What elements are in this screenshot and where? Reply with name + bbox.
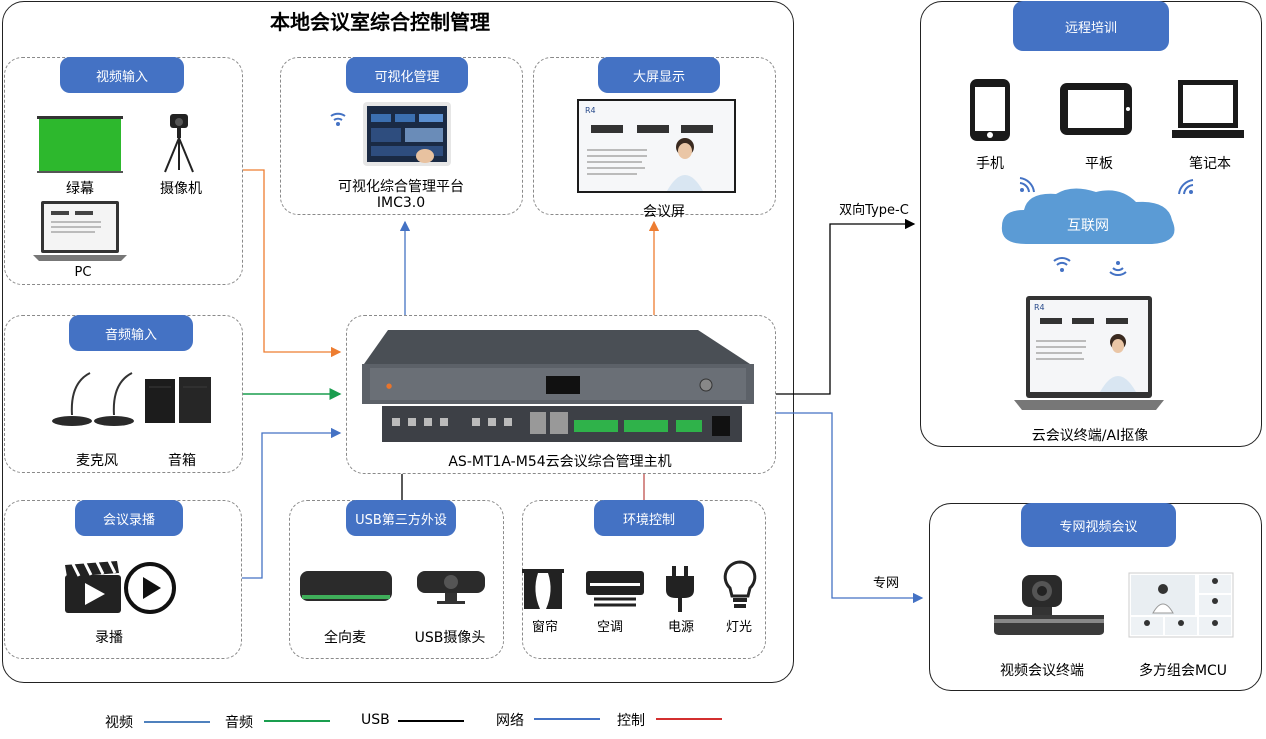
power-label: 电源 [667,620,695,635]
internet-cloud [996,184,1184,248]
remote-training-pill: 远程培训 [1013,1,1169,51]
svg-text:R4: R4 [1034,303,1045,312]
phone-icon [968,79,1012,143]
legend-control-line [656,718,722,720]
light-bulb-icon [722,560,758,612]
host-label: AS-MT1A-M54云会议综合管理主机 [448,454,672,470]
legend-usb-label: USB [361,712,390,728]
video-terminal-label: 视频会议终端 [1000,663,1084,679]
legend-control-label: 控制 [617,713,645,729]
legend-audio-label: 音频 [225,715,253,731]
svg-text:R4: R4 [585,106,596,115]
air-conditioner-icon [586,571,646,609]
visual-platform-version: IMC3.0 [376,195,426,211]
laptop-icon [1172,80,1244,140]
laptop-label: 笔记本 [1189,156,1231,172]
recording-clapper-icon [65,560,121,613]
audio-input-pill: 音频输入 [69,315,193,351]
recording-label: 录播 [95,630,123,646]
big-screen-pill: 大屏显示 [598,57,720,93]
usb-camera-label: USB摄像头 [414,630,486,646]
legend-network-label: 网络 [496,713,524,729]
tablet-label: 平板 [1085,156,1113,172]
visual-mgmt-pill: 可视化管理 [346,57,468,93]
typec-link-label: 双向Type-C [839,203,909,218]
curtain-label: 窗帘 [531,620,559,635]
play-icon [123,561,177,615]
svg-text:●: ● [386,382,392,390]
wifi-icon-bottom-right [1108,258,1128,278]
wifi-icon-right [1175,176,1195,196]
speaker-image [145,377,212,425]
speaker-label: 音箱 [168,453,196,469]
recording-pill: 会议录播 [75,500,183,536]
legend-audio-line [264,720,330,722]
private-video-pill: 专网视频会议 [1021,503,1176,547]
legend-network-line [534,718,600,720]
phone-label: 手机 [976,156,1004,172]
visual-platform-label: 可视化综合管理平台 [338,179,464,195]
camera-image [160,112,200,174]
usb-camera-image [415,571,487,605]
power-plug-icon [664,566,696,612]
green-screen-image [37,116,123,173]
wifi-icon [328,108,348,128]
wifi-icon-bottom-left [1052,255,1072,275]
video-input-pill: 视频输入 [60,57,184,93]
cloud-terminal-laptop-image: R4 [1014,296,1164,412]
omni-mic-image [300,571,394,605]
air-conditioner-label: 空调 [596,620,624,635]
pc-label: PC [74,265,92,280]
usb-peripheral-pill: USB第三方外设 [346,500,456,536]
internet-label: 互联网 [1067,218,1109,234]
host-device-image: ● [362,328,754,444]
microphone-label: 麦克风 [76,453,118,469]
legend: 视频 音频 USB 网络 控制 [0,700,760,731]
wifi-icon-left [1018,174,1038,194]
light-label: 灯光 [725,620,753,635]
legend-video-line [144,721,210,723]
mcu-label: 多方组会MCU [1138,663,1228,679]
meeting-screen-image: R4 [577,99,736,194]
legend-video-label: 视频 [105,715,133,731]
microphone-image [50,371,136,427]
video-terminal-image [992,573,1108,637]
legend-usb-line [398,720,464,722]
visual-platform-tablet-image [363,102,451,168]
meeting-screen-label: 会议屏 [643,204,685,220]
private-net-link-label: 专网 [872,576,900,591]
curtain-icon [522,569,564,611]
env-control-pill: 环境控制 [594,500,704,536]
pc-laptop-image [33,201,127,261]
camera-label: 摄像机 [160,181,202,197]
main-title: 本地会议室综合控制管理 [270,10,490,34]
tablet-icon [1060,83,1134,137]
cloud-terminal-label: 云会议终端/AI抠像 [1031,428,1149,444]
omni-mic-label: 全向麦 [324,630,366,646]
green-screen-label: 绿幕 [66,181,94,197]
mcu-grid-image [1128,572,1234,638]
